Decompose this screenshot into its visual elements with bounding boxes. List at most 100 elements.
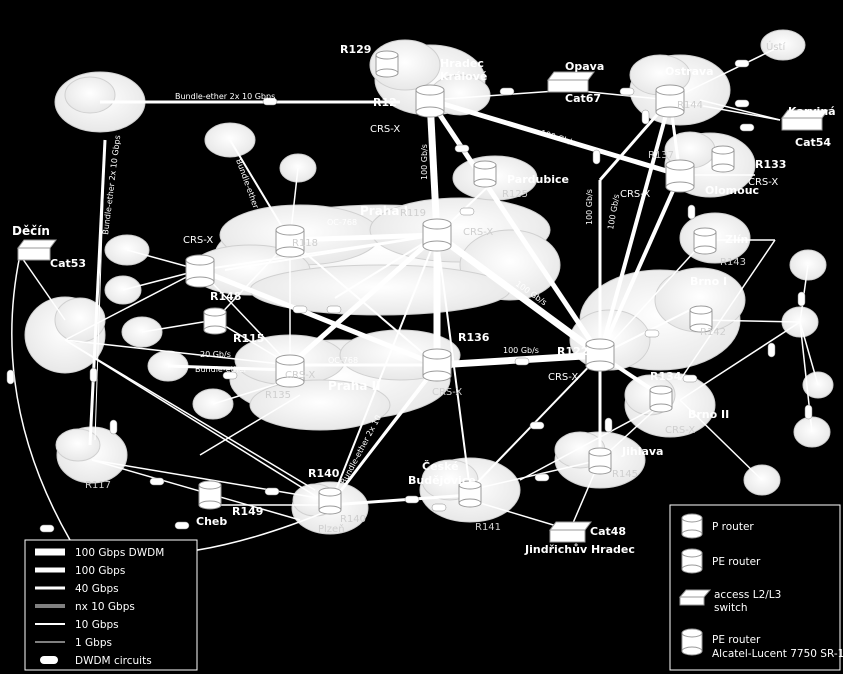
pe-router-r129: [375, 50, 399, 78]
label-r143: R143: [720, 257, 746, 268]
p-router-praha1: [422, 218, 452, 252]
dwdm-circuit-marker: [326, 305, 342, 314]
dwdm-circuit-marker: [404, 495, 420, 504]
label-brno-ii: Brno II: [688, 408, 729, 421]
label-decin: Děčín: [12, 224, 50, 238]
label-r140: R140: [308, 467, 340, 480]
link-100g: [429, 97, 681, 178]
dwdm-circuit-marker: [6, 369, 15, 385]
link-nx10g: [88, 139, 107, 446]
dwdm-circuit-marker: [39, 524, 55, 533]
legend-label: 40 Gbps: [75, 583, 119, 595]
label-hradec: Hradec: [440, 57, 484, 70]
dwdm-circuit-marker: [592, 149, 601, 165]
legend: 100 Gbps DWDM 100 Gbps 40 Gbps nx 10 Gbp…: [24, 539, 198, 671]
links: [11, 44, 819, 556]
dwdm-circuit-marker: [431, 503, 447, 512]
access-switch-decin: [17, 239, 57, 261]
link-10g: [91, 459, 301, 521]
cloud-r117: [55, 426, 128, 484]
pe-router-cheb: [198, 480, 222, 510]
dwdm-circuit-marker: [797, 291, 806, 307]
label-crs-brno2: CRS-X: [665, 425, 695, 436]
label-crs-praha2: CRS-X: [285, 370, 315, 381]
label-r129: R129: [340, 43, 371, 56]
label-brno-i: Brno I: [690, 275, 727, 288]
dwdm-circuit-marker: [734, 59, 750, 68]
pe-router-r115: [203, 307, 227, 335]
label-jindrichuv-cat: Cat48: [590, 525, 626, 538]
link-10g: [199, 234, 438, 271]
legend-label: 100 Gbps DWDM: [75, 547, 164, 559]
dwdm-circuit-marker: [641, 109, 650, 125]
label-karvina-cat: Cat54: [795, 136, 831, 149]
cloud-praha-ii: [229, 329, 461, 431]
key-p-router-icon: [681, 513, 703, 539]
link-10g: [699, 319, 801, 323]
label-oc-a: OC-768: [327, 218, 357, 227]
p-router-ostrava: [655, 84, 685, 118]
label-crs-hk: CRS-X: [370, 124, 400, 135]
p-router-olomouc: [665, 159, 695, 193]
link-10g: [669, 44, 784, 101]
label-plzen: Plzeň: [318, 523, 345, 535]
link-100g: [598, 174, 682, 356]
access-switch-karvina: [781, 109, 829, 131]
dwdm-circuit-marker: [767, 342, 776, 358]
label-crs-olomouc: CRS-X: [620, 189, 650, 200]
key-alcatel-label-2: Alcatel-Lucent 7750 SR-12e: [712, 648, 843, 660]
dwdm-circuit-marker: [514, 357, 530, 366]
pe-router-brno1: [689, 305, 713, 333]
label-r135: R135: [265, 390, 291, 401]
label-r117: R117: [85, 480, 111, 491]
pe-router-zlin: [693, 227, 717, 255]
cloud-usti: [24, 296, 106, 374]
dwdm-circuit-marker: [499, 87, 515, 96]
link-10g: [199, 394, 301, 456]
link-10g: [199, 269, 438, 366]
label-100g-f: 100 Gb/s: [503, 346, 539, 355]
label-r12: R12: [373, 96, 397, 109]
label-opava-cat: Cat67: [565, 92, 601, 105]
link-100g: [598, 99, 672, 356]
label-r145: R145: [612, 469, 638, 480]
key-switch-icon: [678, 589, 712, 606]
link-100g: [427, 98, 603, 357]
label-crs-praha2-r: CRS-X: [432, 387, 462, 398]
p-router-praha2: [422, 348, 452, 382]
label-100g-d: 100 Gb/s: [606, 193, 621, 230]
label-olomouc: Olomouc: [705, 184, 759, 197]
link-10g: [679, 399, 763, 481]
label-jindrichuv: Jindřichův Hradec: [524, 543, 635, 556]
label-crs-praha1: CRS-X: [463, 227, 493, 238]
label-r118: R118: [292, 238, 318, 249]
legend-label: 10 Gbps: [75, 619, 119, 631]
dwdm-circuit-marker: [619, 87, 635, 96]
p-router-r118: [275, 224, 305, 258]
link-10g: [289, 239, 438, 366]
label-crs-praha1-left: CRS-X: [183, 235, 213, 246]
key-access-label-1: access L2/L3: [714, 589, 781, 601]
label-zlin: Zlín: [725, 233, 748, 246]
dwdm-circuit-marker: [804, 404, 813, 420]
link-10g: [679, 239, 776, 381]
label-crs-olomouc-2: CRS-X: [748, 177, 778, 188]
label-usti: Ústí: [766, 40, 786, 53]
link-100g: [288, 233, 439, 367]
label-r142: R142: [700, 327, 726, 338]
dwdm-circuit-marker: [734, 99, 750, 108]
link-100g: [426, 99, 441, 236]
pe-router-ceske: [458, 480, 482, 508]
legend-label: 100 Gbps: [75, 565, 125, 577]
link-40g: [329, 493, 471, 507]
key-pe-router-label: PE router: [712, 556, 761, 568]
link-10g: [329, 364, 441, 506]
label-r119: R119: [400, 208, 426, 219]
label-praha-ii: Praha II: [328, 379, 381, 393]
label-r134: R134: [650, 370, 682, 383]
label-ceske-2: Budějovice: [408, 474, 476, 487]
link-10g: [329, 234, 438, 506]
link-10g: [679, 321, 801, 401]
label-20g: 20 Gb/s: [200, 350, 231, 359]
label-r115: R115: [233, 332, 264, 345]
